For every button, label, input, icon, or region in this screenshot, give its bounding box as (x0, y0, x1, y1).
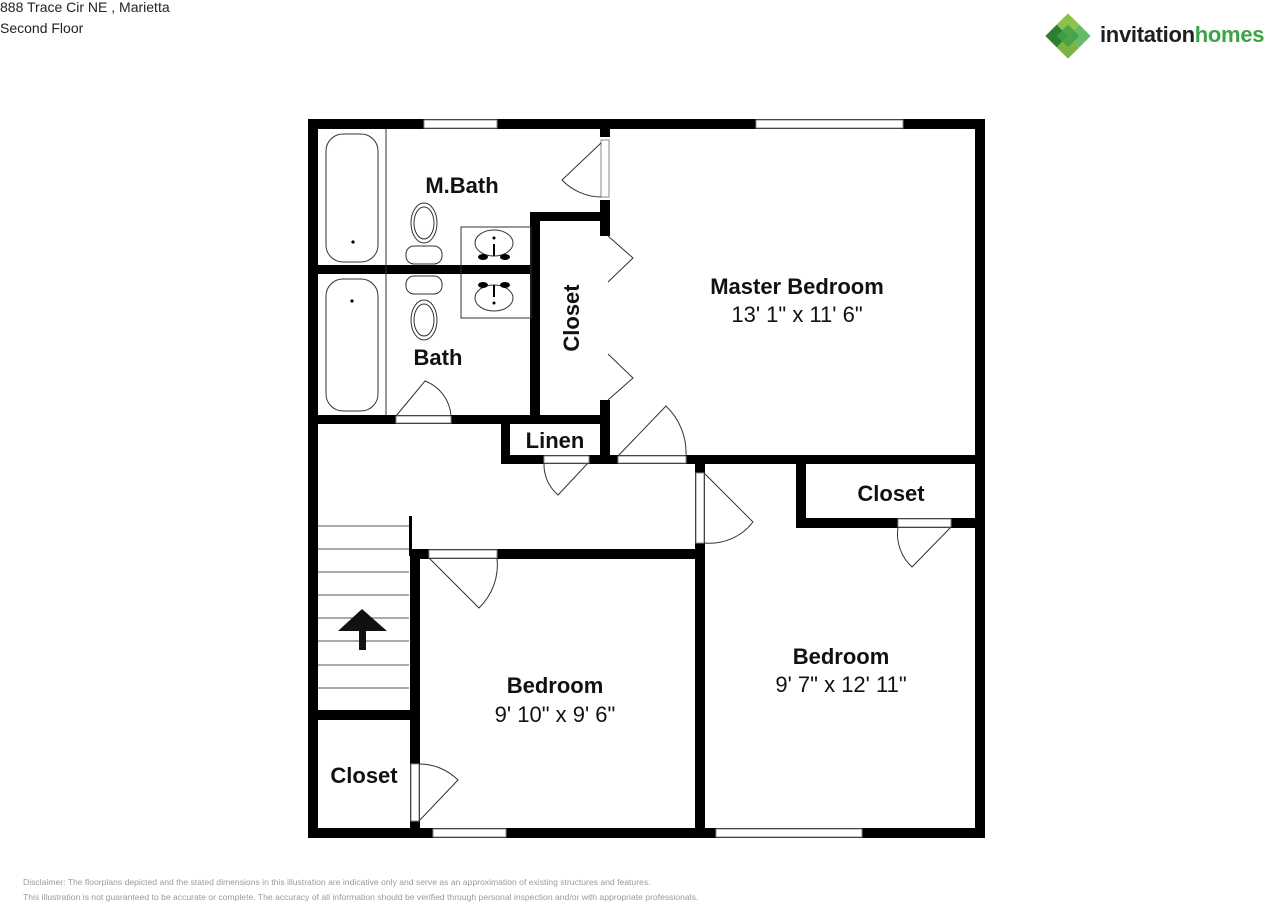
room-label-closet-left: Closet (330, 763, 398, 788)
brand-mark-icon (1045, 13, 1091, 59)
room-label-bath: Bath (414, 345, 463, 370)
room-label-master-bath: M.Bath (425, 173, 498, 198)
toilet-icon (410, 299, 438, 341)
room-dimensions-bedroom-right: 9' 7" x 12' 11" (775, 672, 906, 697)
floor-label: Second Floor (0, 20, 84, 36)
disclaimer-line-1: Disclaimer: The floorplans depicted and … (23, 877, 651, 887)
stairs-up-arrow-icon (338, 609, 387, 650)
brand-logo: invitationhomes (1044, 12, 1280, 60)
disclaimer-line-2: This illustration is not guaranteed to b… (23, 892, 699, 902)
fixture-details (350, 236, 510, 305)
bath-fixtures (325, 129, 532, 415)
toilet-icon (410, 202, 438, 244)
room-label-bedroom-center: Bedroom (507, 673, 604, 698)
room-label-closet-right: Closet (857, 481, 925, 506)
address-text: 888 Trace Cir NE , Marietta (0, 0, 170, 15)
brand-name-part1: invitation (1100, 22, 1195, 47)
room-dimensions-master-bedroom: 13' 1" x 11' 6" (731, 302, 862, 327)
room-label-bedroom-right: Bedroom (793, 644, 890, 669)
bathtub-icon (325, 133, 379, 263)
door-swings (395, 142, 952, 822)
door-openings (395, 139, 952, 822)
walls (308, 119, 985, 838)
bathtub-icon (325, 278, 379, 412)
windows (423, 119, 904, 838)
stairs (318, 525, 409, 689)
room-label-linen: Linen (526, 428, 585, 453)
room-label-master-closet: Closet (559, 284, 584, 352)
brand-name-part2: homes (1194, 22, 1265, 47)
brand-name: invitationhomes (1100, 22, 1265, 48)
room-label-master-bedroom: Master Bedroom (710, 274, 884, 299)
room-dimensions-bedroom-center: 9' 10" x 9' 6" (495, 702, 616, 727)
